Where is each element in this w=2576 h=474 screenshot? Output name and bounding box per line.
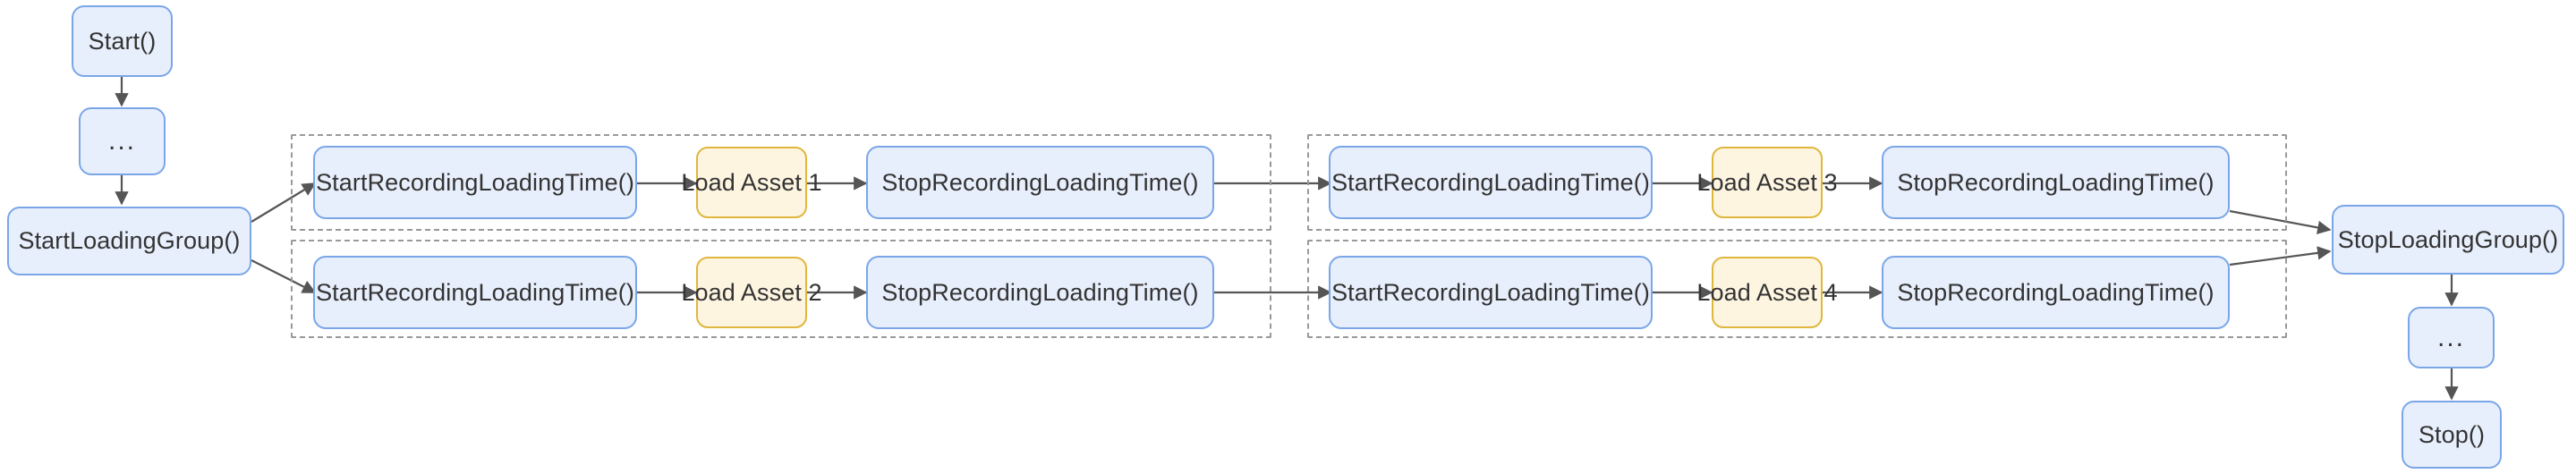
node-ellipsis-bottom[interactable]: ...: [2408, 307, 2495, 368]
group-2-row-1-step-load-asset[interactable]: Load Asset 3: [1696, 147, 1838, 218]
group-2-row-2-step-start-recording[interactable]: StartRecordingLoadingTime(): [1329, 256, 1653, 329]
group-1-row-2-step-stop-recording[interactable]: StopRecordingLoadingTime(): [866, 256, 1214, 329]
node-ellipsis-top[interactable]: ...: [79, 107, 166, 175]
group-1-row-1-step-stop-recording[interactable]: StopRecordingLoadingTime(): [866, 146, 1214, 219]
group-2-row-2-step-stop-recording[interactable]: StopRecordingLoadingTime(): [1882, 256, 2230, 329]
node-stop[interactable]: Stop(): [2402, 401, 2502, 469]
group-2-row-2-step-load-asset[interactable]: Load Asset 4: [1696, 257, 1838, 328]
group-2-row-1-container: [1307, 134, 2287, 231]
group-2-row-2-container: [1307, 240, 2287, 338]
group-1-row-2-container: [291, 240, 1271, 338]
node-stop-loading-group[interactable]: StopLoadingGroup(): [2332, 205, 2564, 275]
group-1-row-2-step-load-asset[interactable]: Load Asset 2: [681, 257, 822, 328]
group-2-row-1-step-start-recording[interactable]: StartRecordingLoadingTime(): [1329, 146, 1653, 219]
group-1-row-1-container: [291, 134, 1271, 231]
group-1-row-1-step-start-recording[interactable]: StartRecordingLoadingTime(): [313, 146, 637, 219]
node-start[interactable]: Start(): [72, 5, 173, 77]
group-1-row-1-step-load-asset[interactable]: Load Asset 1: [681, 147, 822, 218]
node-start-loading-group[interactable]: StartLoadingGroup(): [7, 207, 251, 275]
group-1-row-2-step-start-recording[interactable]: StartRecordingLoadingTime(): [313, 256, 637, 329]
group-2-row-1-step-stop-recording[interactable]: StopRecordingLoadingTime(): [1882, 146, 2230, 219]
